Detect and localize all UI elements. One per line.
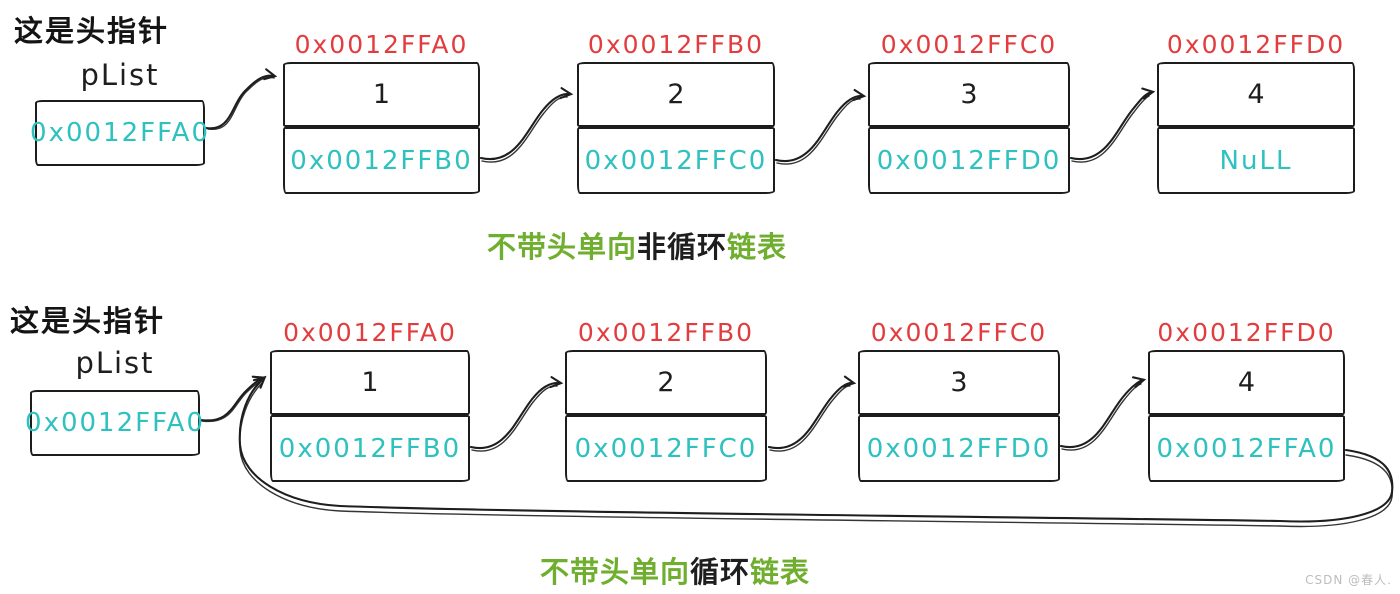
node-address-label: 0x0012FFC0 [880,30,1058,59]
node-next-cell: 0x0012FFD0 [868,127,1070,194]
head-pointer-box-1: 0x0012FFA0 [30,100,208,166]
node-next-value: 0x0012FFB0 [278,433,462,464]
node-address-label: 0x0012FFA0 [294,30,469,59]
head-pointer-label-1: 这是头指针 [14,14,170,48]
list1-node-4: 0x0012FFD0 4 NuLL [1157,30,1355,194]
csdn-watermark: CSDN @春人. [1305,573,1392,587]
list1-node-1: 0x0012FFA0 1 0x0012FFB0 [283,30,480,194]
node-next-value: 0x0012FFD0 [866,433,1052,464]
head-pointer-value-2: 0x0012FFA0 [25,408,205,438]
node-data-cell: 1 [270,350,470,415]
node-data-cell: 2 [577,62,775,127]
list1-node-3: 0x0012FFC0 3 0x0012FFD0 [868,30,1070,194]
list2-node-4: 0x0012FFD0 4 0x0012FFA0 [1148,318,1345,482]
node-next-value: NuLL [1219,145,1293,176]
plist-name-2: pList [75,346,155,380]
node-next-value: 0x0012FFB0 [290,145,473,176]
node-data-cell: 1 [283,62,480,127]
arrow-node1-to-node2-row2 [469,376,564,452]
arrow-node1-to-node2-row1 [479,87,574,163]
node-address-label: 0x0012FFD0 [1157,318,1336,347]
node-next-cell: 0x0012FFB0 [270,415,470,482]
list2-caption: 不带头单向循环链表 [540,549,810,591]
node-address-label: 0x0012FFB0 [577,318,755,347]
caption-part: 链表 [727,230,788,264]
node-data-cell: 2 [565,350,767,415]
list2-node-1: 0x0012FFA0 1 0x0012FFB0 [270,318,470,482]
caption-part: 循环 [690,555,751,589]
node-next-value: 0x0012FFD0 [876,145,1062,176]
head-pointer-value-1: 0x0012FFA0 [30,118,210,148]
arrow-node2-to-node3-row1 [774,88,867,165]
node-data-cell: 4 [1148,350,1345,415]
arrow-plist1-to-node1 [204,68,278,130]
node-data-cell: 3 [858,350,1060,415]
list2-node-2: 0x0012FFB0 2 0x0012FFC0 [565,318,767,482]
node-next-value: 0x0012FFC0 [574,433,758,464]
node-address-label: 0x0012FFB0 [587,30,765,59]
node-next-cell: 0x0012FFC0 [577,127,775,194]
list1-caption: 不带头单向非循环链表 [487,224,787,266]
head-pointer-box-2: 0x0012FFA0 [25,390,203,456]
arrow-plist2-to-node1 [199,375,267,423]
head-pointer-label-2: 这是头指针 [10,304,166,338]
node-next-value: 0x0012FFC0 [584,145,768,176]
arrow-node2-to-node3-row2 [767,375,857,452]
caption-part: 链表 [750,555,811,589]
caption-part: 非循环 [637,230,728,264]
caption-part: 不带头单向 [487,230,638,264]
node-data-cell: 4 [1157,62,1355,127]
arrow-node3-to-node4-row1 [1069,87,1156,163]
arrow-node3-to-node4-row2 [1059,376,1147,451]
node-next-value: 0x0012FFA0 [1156,433,1337,464]
node-next-cell: 0x0012FFC0 [565,415,767,482]
list1-node-2: 0x0012FFB0 2 0x0012FFC0 [577,30,775,194]
node-next-cell: 0x0012FFD0 [858,415,1060,482]
node-address-label: 0x0012FFA0 [283,318,457,347]
plist-name-1: pList [80,58,160,92]
node-next-cell: 0x0012FFB0 [283,127,480,194]
node-data-cell: 3 [868,62,1070,127]
node-address-label: 0x0012FFC0 [870,318,1048,347]
caption-part: 不带头单向 [540,555,691,589]
list2-node-3: 0x0012FFC0 3 0x0012FFD0 [858,318,1060,482]
node-next-cell: NuLL [1157,127,1355,194]
node-address-label: 0x0012FFD0 [1166,30,1346,59]
node-next-cell: 0x0012FFA0 [1148,415,1345,482]
